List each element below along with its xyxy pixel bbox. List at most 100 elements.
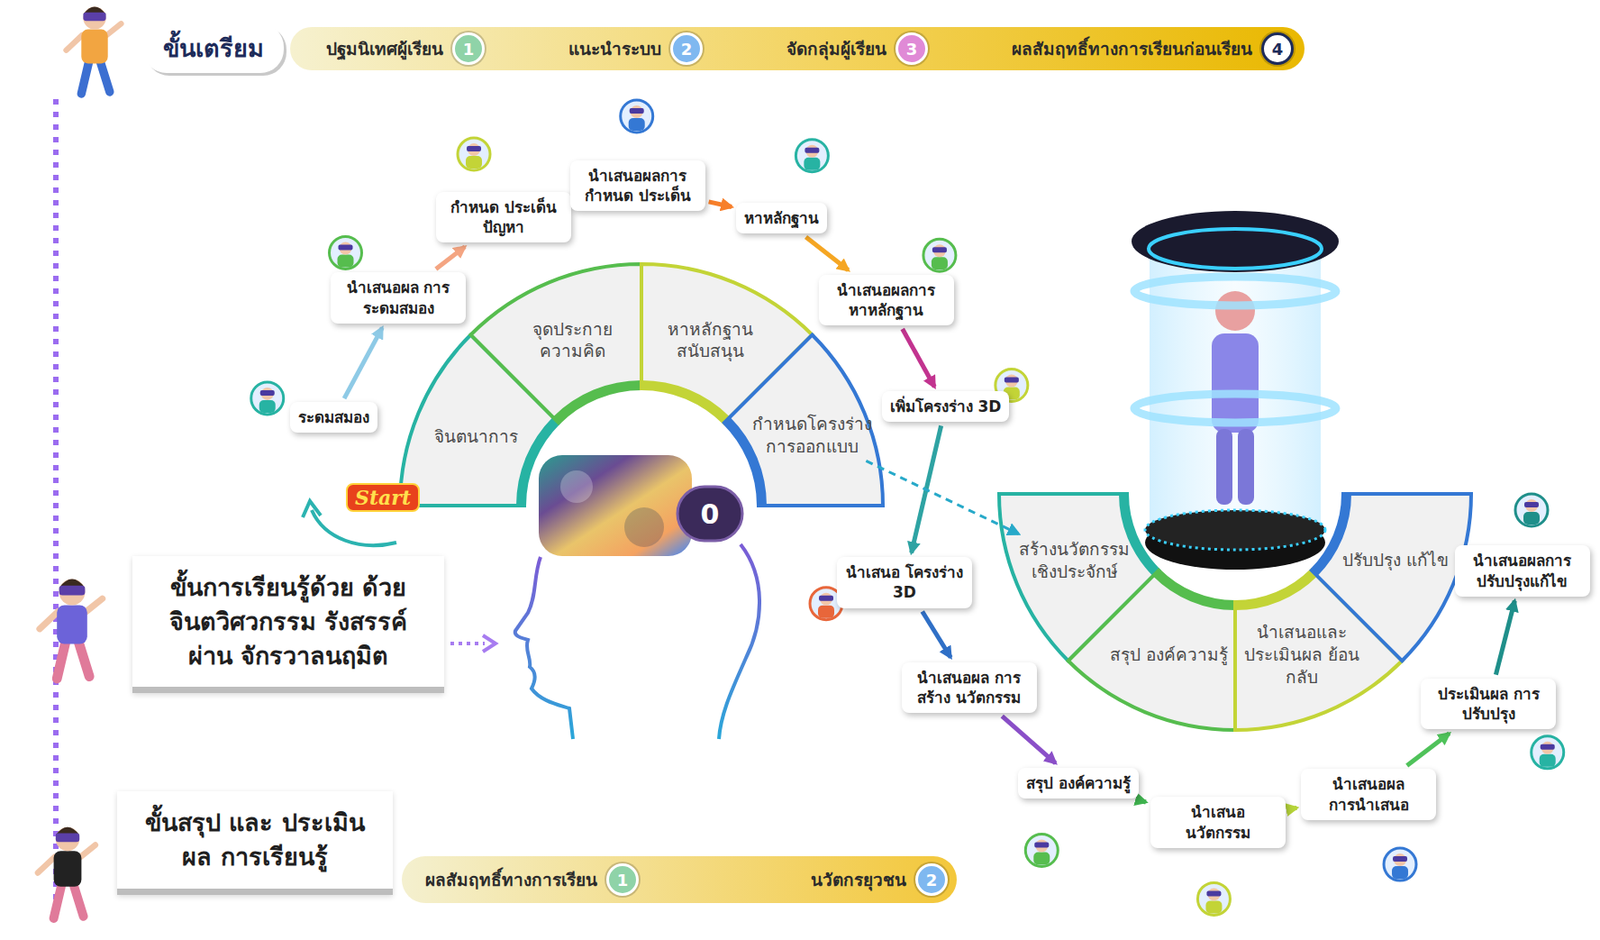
summary-band (401, 855, 957, 903)
activity-text: ประเมินผล การปรับปรุง (1428, 683, 1548, 724)
avatar-icon (620, 100, 654, 133)
phase-sector-shape (470, 263, 642, 423)
phase-sector: หาหลักฐาน สนับสนุน (646, 318, 773, 363)
phase-sector-shape (724, 334, 883, 506)
dashed-arrow (865, 460, 1019, 534)
activity-text: นำเสนอผล การระดมสมอง (338, 277, 458, 318)
sector-text: จุดประกาย ความคิด (509, 318, 637, 363)
activity-text: ระดมสมอง (298, 407, 370, 428)
step-number: 4 (1261, 32, 1294, 65)
prep-band (290, 27, 1305, 71)
activity-card: นำเสนอผลการ กำหนด ประเด็น (570, 160, 706, 211)
activity-text: เพิ่มโครงร่าง 3D (890, 396, 1002, 417)
stage-text: ขั้นสรุป และ ประเมินผล การเรียนรู้ (133, 805, 377, 874)
avatar-icon (923, 238, 956, 272)
step-text: ผลสัมฤทธิ์ทางการเรียน (425, 865, 598, 893)
pillar-base-top (1145, 509, 1326, 550)
activity-text: กำหนด ประเด็น ปัญหา (444, 197, 564, 237)
activity-card: นำเสนอผล การสร้าง นวัตกรรม (901, 662, 1037, 713)
flow-arrow (1001, 716, 1055, 764)
stage-label: ขั้นสรุป และ ประเมินผล การเรียนรู้ (117, 790, 393, 895)
activity-text: นำเสนอ นวัตกรรม (1158, 801, 1278, 842)
headset-glow (624, 507, 664, 547)
headset-glow (560, 470, 593, 503)
sector-band (553, 380, 642, 423)
activity-card: เพิ่มโครงร่าง 3D (881, 390, 1010, 422)
avatar-icon (1383, 847, 1417, 881)
head-outline (718, 544, 760, 739)
activity-text: หาหลักฐาน (744, 208, 819, 228)
stage-text: ขั้นการเรียนรู้ด้วย ด้วยจินตวิศวกรรม รัง… (148, 570, 428, 673)
person-figure (37, 827, 96, 919)
sector-band (1153, 570, 1236, 610)
pillar-rim (1148, 228, 1322, 269)
sector-text: จินตนาการ (434, 425, 519, 448)
sector-band (641, 380, 730, 423)
avatar-leg (1216, 428, 1233, 505)
sector-text: สร้างนวัตกรรม เชิงประจักษ์ (1011, 537, 1138, 582)
activity-text: นำเสนอผลการ หาหลักฐาน (827, 280, 946, 320)
phase-sector: นำเสนอและ ประเมินผล ย้อนกลับ (1238, 620, 1365, 688)
stage-label: ขั้นการเรียนรู้ด้วย ด้วยจินตวิศวกรรม รัง… (132, 555, 445, 693)
dotted-arrow (450, 641, 485, 646)
activity-card: นำเสนอผล การระดมสมอง (330, 272, 466, 323)
activity-card: กำหนด ประเด็น ปัญหา (436, 191, 572, 243)
flow-arrow (922, 611, 952, 658)
flow-arrow (709, 201, 732, 208)
activity-text: นำเสนอผลการ ปรับปรุงแก้ไข (1463, 550, 1582, 591)
stage-pill: ขั้นเตรียม (143, 23, 284, 73)
flow-arrow (1495, 600, 1515, 675)
step-item: จัดกลุ่มผู้เรียน 3 (786, 32, 928, 65)
headset-lens (677, 486, 743, 541)
step-text: จัดกลุ่มผู้เรียน (786, 35, 887, 63)
activity-text: นำเสนอผล การสร้าง นวัตกรรม (909, 667, 1029, 708)
activity-card: ประเมินผล การปรับปรุง (1420, 678, 1556, 729)
pillar-glass (1149, 241, 1321, 532)
step-item: นวัตกรยุวชน 2 (810, 863, 948, 896)
step-text: ผลสัมฤทธิ์ทางการเรียนก่อนเรียน (1011, 35, 1253, 63)
pillar-ring (1134, 393, 1337, 423)
person-figure (66, 6, 122, 94)
step-item: ผลสัมฤทธิ์ทางการเรียน 1 (425, 863, 639, 896)
sector-text: สรุป องค์ความรู้ (1109, 643, 1228, 666)
step-number: 3 (895, 32, 928, 65)
phase-sector: ปรับปรุง แก้ไข (1342, 548, 1449, 572)
activity-card: นำเสนอผลการ ปรับปรุงแก้ไข (1454, 545, 1591, 596)
stage-title: ขั้นเตรียม (163, 28, 264, 68)
flow-arrow (344, 327, 382, 400)
flow-arrow (902, 328, 936, 387)
flow-arrow (806, 236, 849, 271)
flow-arrow (1407, 733, 1450, 766)
activity-card: นำเสนอผล การนำเสนอ (1300, 768, 1437, 819)
dotted-arrow-head (482, 635, 496, 652)
sector-text: นำเสนอและ ประเมินผล ย้อนกลับ (1238, 620, 1365, 688)
start-arrow-head (302, 500, 321, 518)
face-profile (515, 556, 573, 739)
phase-sector: สร้างนวัตกรรม เชิงประจักษ์ (1011, 537, 1138, 582)
sector-text: หาหลักฐาน สนับสนุน (646, 318, 773, 363)
pillar (1131, 210, 1339, 570)
avatar-icon (457, 137, 491, 171)
step-number: 1 (452, 32, 485, 65)
person-figure (39, 579, 103, 679)
activity-text: นำเสนอผลการ กำหนด ประเด็น (578, 165, 698, 206)
step-number: 1 (606, 863, 639, 896)
phase-sector: สรุป องค์ความรู้ (1109, 643, 1228, 666)
avatar-icon (795, 139, 828, 173)
phase-sector-shape (1068, 570, 1236, 730)
phase-sector: กำหนดโครงร่าง การออกแบบ (748, 412, 875, 457)
avatar-head (1215, 290, 1255, 331)
vr-headset (538, 454, 692, 556)
activity-card: นำเสนอผลการ หาหลักฐาน (818, 274, 955, 326)
step-number: 2 (670, 32, 703, 65)
activity-text: นำเสนอ โครงร่าง 3D (845, 562, 964, 602)
step-text: นวัตกรยุวชน (810, 865, 907, 893)
activity-card: หาหลักฐาน (736, 202, 828, 234)
activity-text: นำเสนอผล การนำเสนอ (1309, 773, 1428, 814)
avatar-icon (1197, 881, 1230, 915)
flow-arrow (1289, 807, 1298, 810)
pillar-ring (1134, 276, 1337, 306)
activity-card: ระดมสมอง (290, 401, 378, 433)
step-text: แนะนำระบบ (568, 35, 662, 63)
step-number: 2 (915, 863, 948, 896)
